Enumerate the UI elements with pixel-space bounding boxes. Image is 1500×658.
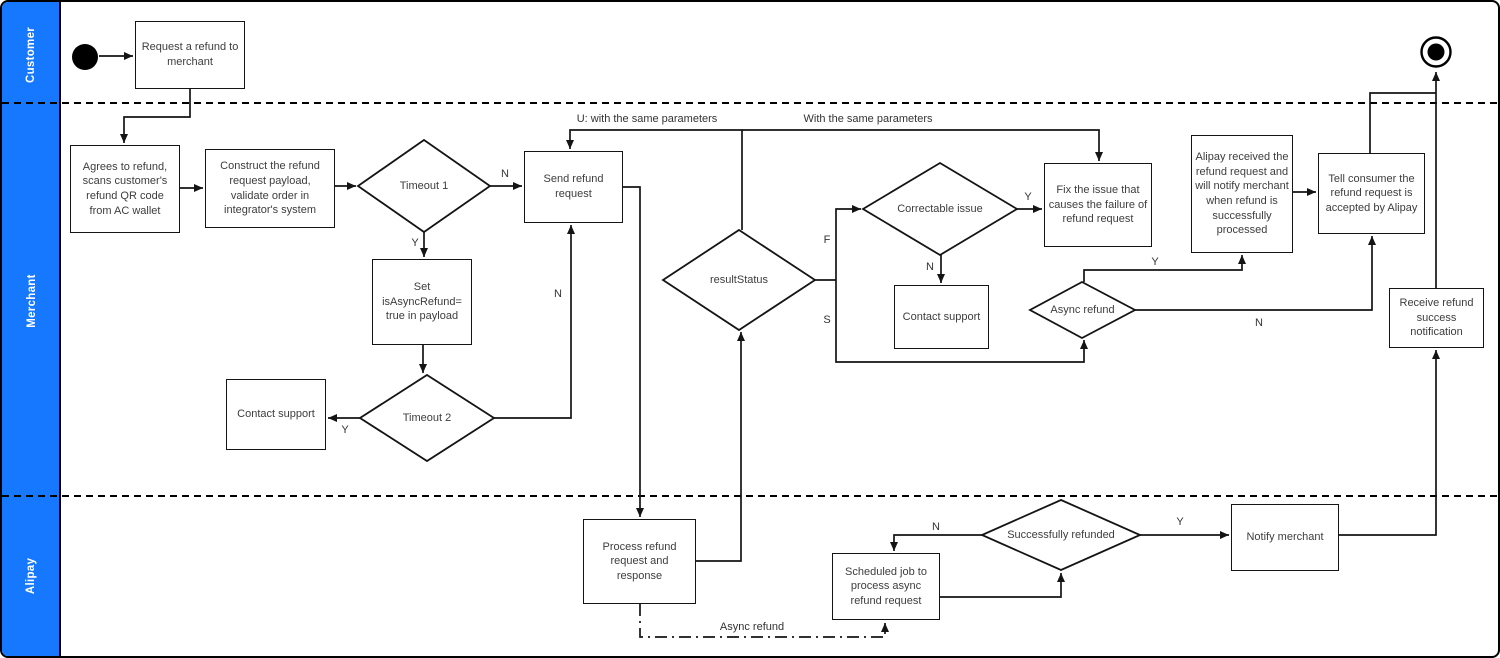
edge-async-n-to-tell-consumer bbox=[1135, 236, 1376, 311]
edge-send-to-process bbox=[623, 186, 644, 517]
node-label: Set isAsyncRefund= true in payload bbox=[382, 281, 462, 323]
edge-label-async-y: Y bbox=[1151, 256, 1159, 268]
edge-label-correctable-y: Y bbox=[1024, 191, 1032, 203]
node-contact-support-1: Contact support bbox=[226, 379, 326, 450]
edge-label-refunded-y: Y bbox=[1176, 516, 1184, 528]
edge-scheduled-to-refunded bbox=[940, 573, 1065, 598]
node-label: Tell consumer the refund request is acce… bbox=[1325, 172, 1418, 214]
edges bbox=[99, 52, 1440, 638]
diamond-timeout1 bbox=[356, 138, 492, 234]
edge-label-timeout1-n: N bbox=[501, 168, 509, 180]
edge-notify-to-receive bbox=[1339, 350, 1440, 536]
edge-timeout2-n-to-send bbox=[494, 225, 575, 419]
edge-label-result-s: S bbox=[823, 314, 831, 326]
node-notify-merchant: Notify merchant bbox=[1231, 504, 1339, 571]
edge-f-to-correctable bbox=[835, 205, 861, 280]
edge-s-to-async bbox=[835, 280, 1088, 363]
decision-shapes bbox=[356, 138, 1143, 571]
edge-label-timeout2-y: Y bbox=[341, 424, 349, 436]
edge-tell-to-junction bbox=[1369, 92, 1436, 153]
edge-label-async-n: N bbox=[1255, 317, 1263, 329]
diamond-correctable-issue bbox=[861, 161, 1019, 257]
edge-refunded-n-to-scheduled bbox=[890, 534, 982, 551]
edge-top-to-fix-issue bbox=[742, 129, 1103, 161]
node-process-refund: Process refund request and response bbox=[583, 519, 696, 604]
edge-label-u-same-parameters: U: with the same parameters bbox=[576, 113, 718, 125]
diamond-timeout2 bbox=[358, 373, 496, 463]
diamond-result-status bbox=[661, 228, 817, 332]
edge-label-refunded-n: N bbox=[932, 521, 940, 533]
node-label: Contact support bbox=[902, 310, 981, 323]
node-scheduled-job: Scheduled job to process async refund re… bbox=[832, 553, 940, 620]
swimlane-header-bar bbox=[2, 2, 61, 656]
node-contact-support-2: Contact support bbox=[894, 285, 989, 349]
node-label: Receive refund success notification bbox=[1399, 297, 1474, 339]
node-fix-issue: Fix the issue that causes the failure of… bbox=[1044, 163, 1152, 247]
start-node bbox=[72, 44, 98, 70]
node-agrees-refund: Agrees to refund, scans customer's refun… bbox=[70, 145, 180, 233]
node-label: Contact support bbox=[237, 408, 315, 421]
edge-resultstatus-u-to-send bbox=[566, 129, 743, 230]
node-receive-notification: Receive refund success notification bbox=[1389, 288, 1484, 348]
node-label: Alipay received the refund request and w… bbox=[1195, 151, 1289, 237]
node-label: Notify merchant bbox=[1246, 531, 1324, 544]
edge-async-y-to-alipay-received bbox=[1083, 255, 1246, 282]
node-alipay-received: Alipay received the refund request and w… bbox=[1191, 135, 1293, 253]
node-label: Process refund request and response bbox=[602, 540, 677, 582]
edge-label-correctable-n: N bbox=[926, 261, 934, 273]
diamond-successfully-refunded bbox=[979, 499, 1143, 571]
node-construct-payload: Construct the refund request payload, va… bbox=[205, 149, 335, 228]
diamond-async-refund bbox=[1028, 280, 1137, 340]
edge-label-timeout2-n: N bbox=[554, 288, 562, 300]
edge-label-async-refund: Async refund bbox=[719, 621, 785, 633]
edge-label-timeout1-y: Y bbox=[411, 237, 419, 249]
node-request-refund: Request a refund to merchant bbox=[135, 21, 245, 89]
node-label: Agrees to refund, scans customer's refun… bbox=[82, 160, 168, 217]
edge-process-to-resultstatus bbox=[696, 332, 745, 562]
edge-request-to-agrees bbox=[120, 89, 191, 143]
node-send-refund-request: Send refund request bbox=[524, 151, 623, 223]
edge-label-with-same-parameters: With the same parameters bbox=[803, 113, 933, 125]
edge-process-to-scheduled-async bbox=[639, 604, 889, 638]
node-set-isasyncrefund: Set isAsyncRefund= true in payload bbox=[372, 259, 472, 345]
end-node-inner bbox=[1427, 43, 1445, 61]
node-label: Scheduled job to process async refund re… bbox=[845, 565, 927, 607]
node-label: Send refund request bbox=[543, 173, 604, 200]
node-label: Fix the issue that causes the failure of… bbox=[1048, 184, 1148, 226]
node-label: Request a refund to merchant bbox=[141, 41, 239, 68]
node-tell-consumer: Tell consumer the refund request is acce… bbox=[1318, 153, 1425, 234]
node-label: Construct the refund request payload, va… bbox=[220, 160, 320, 217]
edge-label-result-f: F bbox=[823, 234, 831, 246]
